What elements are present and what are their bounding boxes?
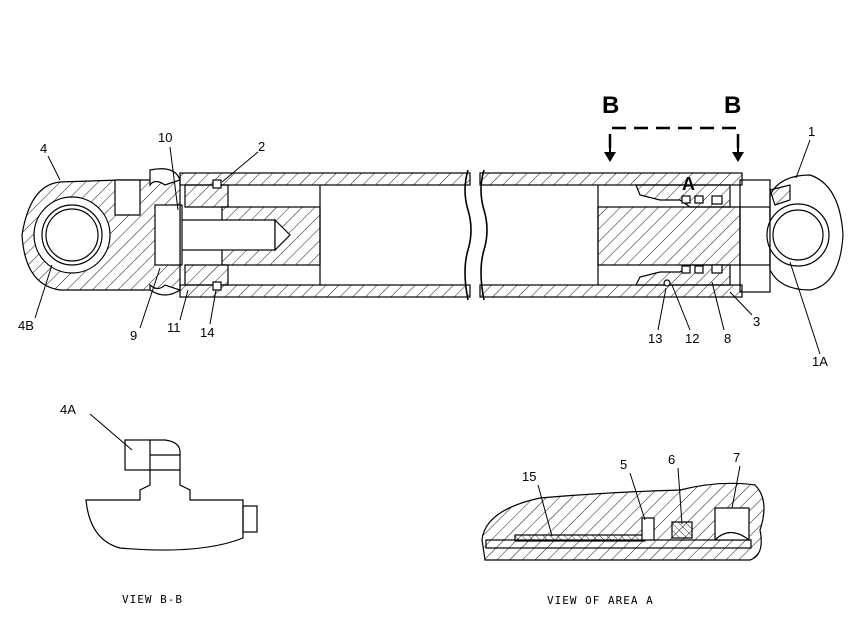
head-gland bbox=[635, 184, 731, 287]
section-label-left: B bbox=[602, 92, 619, 119]
caption-view-area-a: VIEW OF AREA A bbox=[547, 594, 654, 607]
callout-10: 10 bbox=[158, 130, 172, 145]
callout-1: 1 bbox=[808, 124, 815, 139]
view-bb-drawing: 4A VIEW B-B bbox=[60, 402, 258, 606]
callout-1a: 1A bbox=[812, 354, 828, 369]
right-rod-eye bbox=[739, 174, 844, 293]
left-rod-eye bbox=[21, 168, 182, 296]
callout-15: 15 bbox=[522, 469, 536, 484]
view-area-a-drawing: 15 5 6 7 VIEW OF AREA A bbox=[481, 450, 765, 607]
callout-8: 8 bbox=[724, 331, 731, 346]
callout-4: 4 bbox=[40, 141, 47, 156]
section-label-right: B bbox=[724, 92, 741, 119]
callout-13: 13 bbox=[648, 331, 662, 346]
section-marker-bb: B B bbox=[602, 92, 744, 162]
callout-14: 14 bbox=[200, 325, 214, 340]
callouts: 4 4B 10 2 9 11 14 1 1A 3 8 12 13 bbox=[18, 124, 828, 369]
callout-4a: 4A bbox=[60, 402, 76, 417]
callout-5: 5 bbox=[620, 457, 627, 472]
callout-2: 2 bbox=[258, 139, 265, 154]
area-marker: A bbox=[682, 174, 695, 194]
break-lines bbox=[464, 169, 488, 301]
callout-6: 6 bbox=[668, 452, 675, 467]
cylinder-assembly: B B A bbox=[21, 92, 844, 301]
callout-9: 9 bbox=[130, 328, 137, 343]
callout-3: 3 bbox=[753, 314, 760, 329]
callout-12: 12 bbox=[685, 331, 699, 346]
callout-11: 11 bbox=[167, 320, 181, 335]
callout-7: 7 bbox=[733, 450, 740, 465]
callout-4b: 4B bbox=[18, 318, 34, 333]
piston-rod-left bbox=[179, 206, 321, 266]
caption-view-bb: VIEW B-B bbox=[122, 593, 183, 606]
piston-rod-right bbox=[597, 206, 771, 266]
